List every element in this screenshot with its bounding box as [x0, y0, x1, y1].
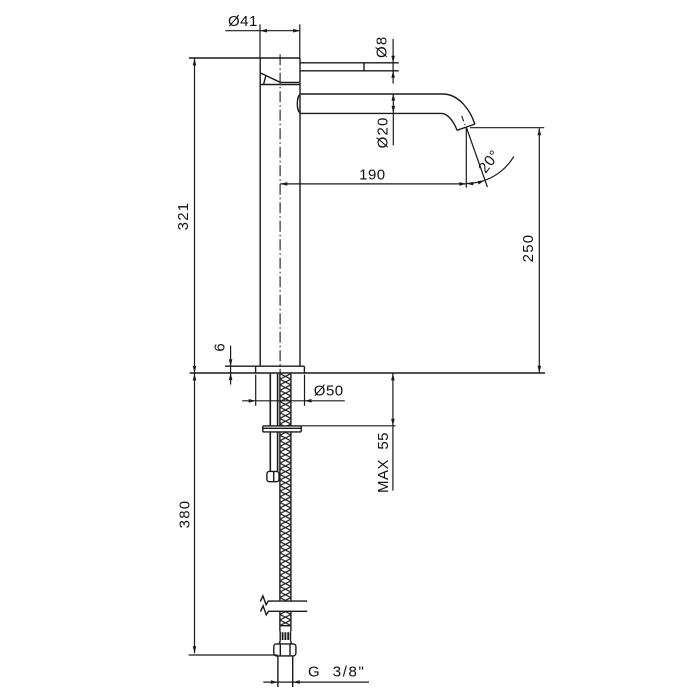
svg-text:Ø8: Ø8 [374, 36, 391, 58]
svg-text:6: 6 [211, 343, 228, 352]
svg-text:250: 250 [520, 234, 537, 263]
svg-text:MAX 55: MAX 55 [375, 432, 392, 493]
svg-text:380: 380 [177, 500, 194, 529]
svg-text:Ø50: Ø50 [314, 382, 344, 399]
svg-text:190: 190 [359, 166, 386, 183]
svg-text:Ø20: Ø20 [374, 116, 391, 148]
svg-text:Ø41: Ø41 [228, 13, 258, 30]
svg-text:321: 321 [175, 202, 192, 231]
svg-text:G 3/8": G 3/8" [308, 664, 365, 681]
